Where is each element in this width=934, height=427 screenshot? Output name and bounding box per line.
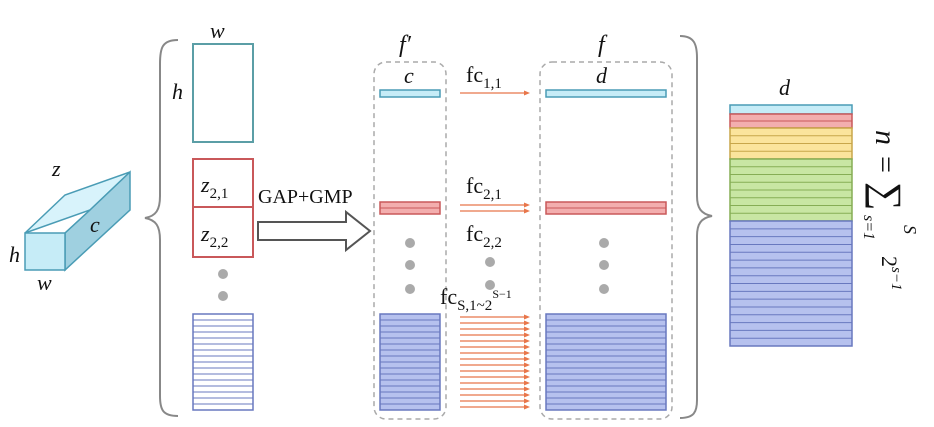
fprime-cyan-bar [379,89,441,98]
f-title: f [598,32,608,58]
fcS-label: fcS,1~2S−1 [440,284,512,314]
ellipsis-dot [599,284,609,294]
fcS-arrow-head [524,326,530,332]
formula: n = ∑ S s=1 2s−1 [860,130,920,290]
fcS-arrow-head [524,398,530,404]
fcS-arrow-head [524,380,530,386]
fcS-arrow-head [524,404,530,410]
f-red-bar [545,201,667,215]
ellipsis-dot [218,291,228,301]
fprime-group [373,61,447,420]
fcS-arrow-head [524,344,530,350]
fc11-label: fc1,1 [466,62,502,92]
formula-upper: S [900,225,920,234]
fprime-red-bar [379,201,441,215]
formula-n: n [869,130,902,145]
input-map-full [192,43,254,143]
f-d-label: d [596,63,608,88]
ellipsis-dot [485,257,495,267]
fcS-arrow-head [524,356,530,362]
fcS-arrow-head [524,332,530,338]
input-region-z22 [192,206,254,258]
z21-label: z2,1 [200,172,228,202]
formula-lower: s=1 [860,215,877,240]
output-stacked-block [729,104,853,347]
fcS-arrows [460,314,530,410]
fcS-arrow-head [524,314,530,320]
output-d-label: d [779,75,791,100]
input-striped-block [192,313,254,411]
cube-h-label: h [9,242,20,267]
ellipsis-dot [599,238,609,248]
gap-gmp-label: GAP+GMP [258,186,353,208]
fcS-arrow-head [524,368,530,374]
formula-sum-symbol: ∑ [865,182,910,211]
fcS-arrow-head [524,350,530,356]
ellipsis-dot [405,284,415,294]
gap-gmp-arrow [257,209,372,253]
cube-z-label: z [51,156,61,181]
fcS-arrow-head [524,320,530,326]
fc21-arrow-head [524,208,530,214]
fc21-arrows [460,202,530,214]
left-brace [144,39,179,417]
z22-label: z2,2 [200,221,228,251]
fcS-arrow-head [524,374,530,380]
fc11-arrow-head [524,90,530,96]
f-blue-block [545,313,667,411]
fprime-c-label: c [404,63,414,88]
output-cyan-band [729,104,853,115]
formula-term: 2s−1 [877,256,904,290]
ellipsis-dot [218,269,228,279]
input-w-label: w [210,18,225,43]
cube-c-label: c [90,212,100,237]
fc21-arrow-head [524,202,530,208]
right-brace [679,35,713,419]
fc21-label: fc2,1 [466,173,502,203]
fcS-arrow-head [524,338,530,344]
fcS-arrow-head [524,392,530,398]
f-group [539,61,673,420]
fc11-arrow [460,90,530,96]
ellipsis-dot [405,238,415,248]
fprime-title: f′ [399,32,412,58]
ellipsis-dot [405,260,415,270]
fc22-label: fc2,2 [466,221,502,251]
feature-cube [24,170,131,272]
fcS-arrow-head [524,362,530,368]
ellipsis-dot [599,260,609,270]
input-h-label: h [172,79,183,104]
fcS-arrow-head [524,386,530,392]
formula-eq: = [869,156,902,173]
fprime-blue-block [379,313,441,411]
ellipsis-dot [485,280,495,290]
f-cyan-bar [545,89,667,98]
cube-w-label: w [37,270,52,295]
